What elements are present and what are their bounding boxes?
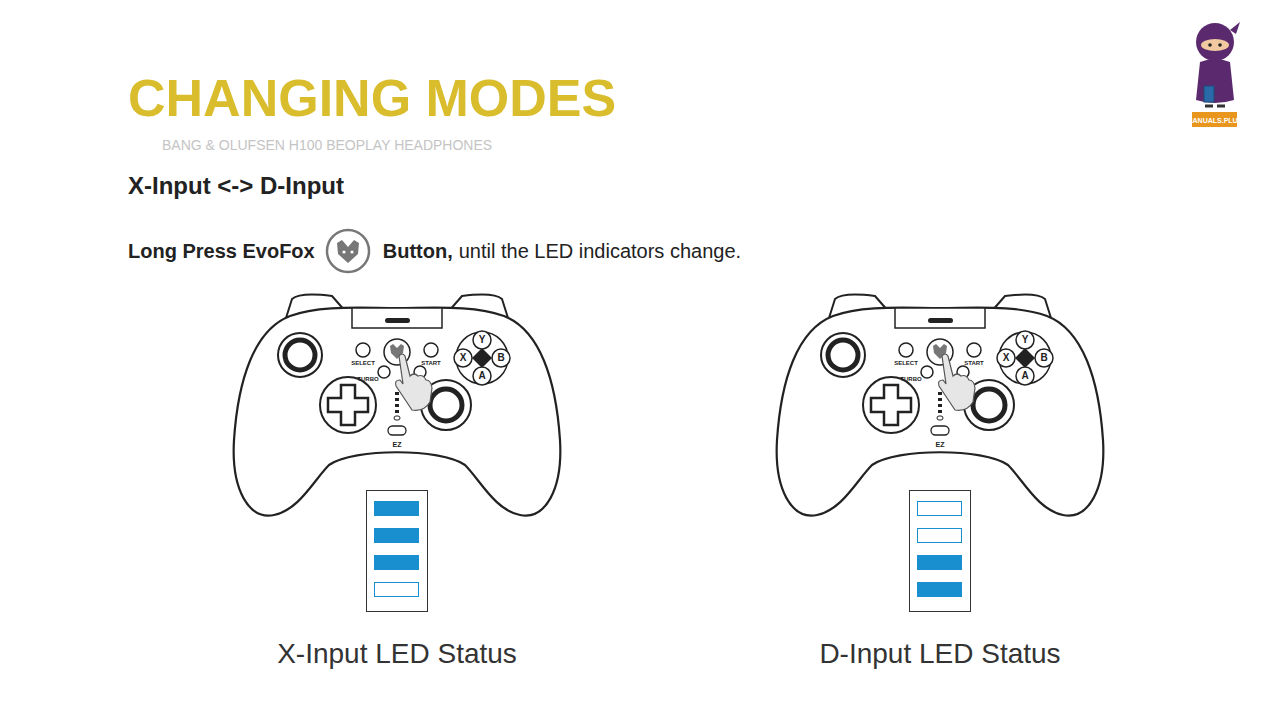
button-label: START bbox=[421, 360, 441, 366]
subheading: X-Input <-> D-Input bbox=[128, 174, 344, 198]
button-label: B bbox=[1040, 353, 1047, 363]
watermark: BANG & OLUFSEN H100 BEOPLAY HEADPHONES bbox=[162, 138, 492, 152]
led-bar bbox=[917, 501, 962, 516]
led-bar bbox=[374, 582, 419, 597]
led-bar bbox=[917, 528, 962, 543]
button-label: A bbox=[478, 371, 485, 381]
button-label: TURBO bbox=[357, 376, 378, 382]
button-label: A bbox=[1021, 371, 1028, 381]
status-caption: X-Input LED Status bbox=[247, 638, 547, 670]
button-label: X bbox=[1003, 353, 1010, 363]
button-label: Y bbox=[479, 335, 486, 345]
button-label: EZ bbox=[393, 441, 402, 448]
status-caption: D-Input LED Status bbox=[790, 638, 1090, 670]
instruction-text: Long Press EvoFox bbox=[128, 240, 315, 263]
led-status-box: D-Input LED Status bbox=[790, 490, 1090, 675]
evofox-icon bbox=[325, 228, 371, 274]
button-label: EZ bbox=[936, 441, 945, 448]
button-label: START bbox=[964, 360, 984, 366]
button-label: SELECT bbox=[351, 360, 375, 366]
logo-text: MANUALS.PLUS bbox=[1187, 116, 1243, 123]
logo bbox=[1192, 22, 1240, 127]
led-bar bbox=[374, 528, 419, 543]
led-bar bbox=[374, 555, 419, 570]
controller-right bbox=[777, 295, 1104, 516]
led-panel bbox=[909, 490, 971, 612]
button-label: TURBO bbox=[900, 376, 921, 382]
instruction: Long Press EvoFox Button, until the LED in… bbox=[128, 228, 741, 274]
button-label: SELECT bbox=[894, 360, 918, 366]
led-bar bbox=[374, 501, 419, 516]
led-bar bbox=[917, 582, 962, 597]
button-label: X bbox=[460, 353, 467, 363]
button-label: B bbox=[497, 353, 504, 363]
controller-left bbox=[234, 295, 561, 516]
instruction-text: Button, bbox=[383, 240, 453, 263]
button-label: Y bbox=[1022, 335, 1029, 345]
led-status-box: X-Input LED Status bbox=[247, 490, 547, 675]
led-panel bbox=[366, 490, 428, 612]
instruction-text: until the LED indicators change. bbox=[459, 240, 741, 263]
led-bar bbox=[917, 555, 962, 570]
page-title: CHANGING MODES bbox=[128, 72, 616, 124]
